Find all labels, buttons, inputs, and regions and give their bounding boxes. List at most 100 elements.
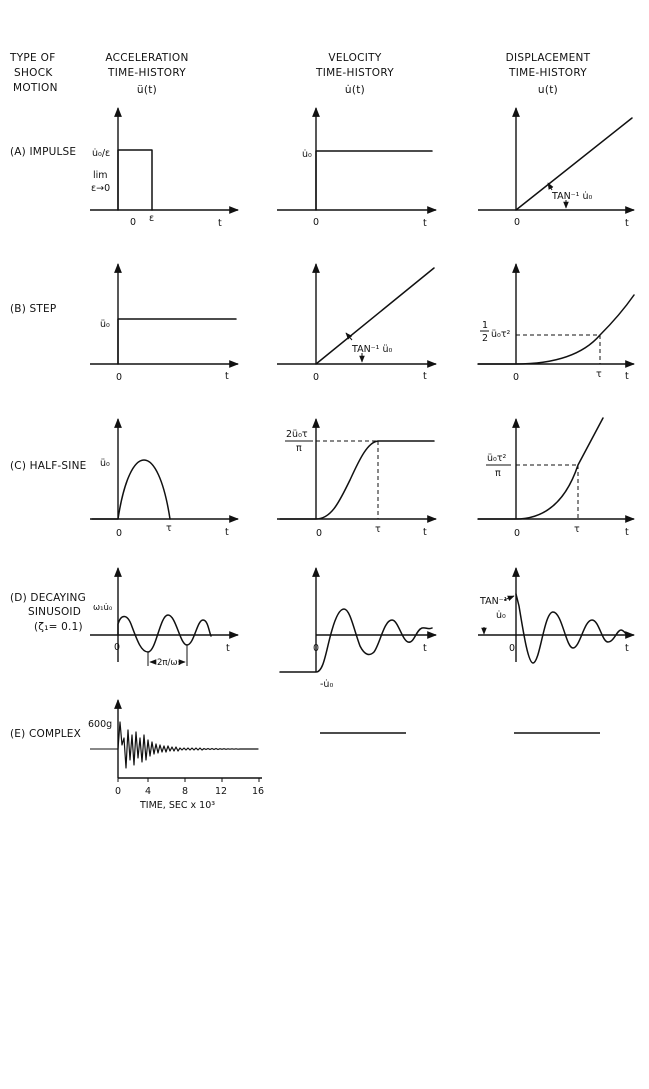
plot-step-acceleration: ü₀ 0 t: [90, 263, 239, 383]
header-type-of-shock-motion: TYPE OF SHOCK MOTION: [9, 52, 58, 94]
plot-step-velocity: TAN⁻¹ ü₀ 0 t: [277, 263, 437, 383]
tick-label-12: 12: [215, 786, 227, 797]
label-u0-ddot: ü₀: [100, 319, 110, 330]
tick-zero: 0: [514, 528, 520, 539]
plot-step-displacement: 1 2 ü₀τ² 0 τ t: [477, 263, 635, 383]
label-tan-inv: TAN⁻¹: [479, 596, 508, 607]
row-label-decaying-line-1: (D) DECAYING: [10, 592, 86, 604]
slope-arrow: [345, 332, 353, 341]
axis-label-t: t: [423, 218, 427, 229]
header-displacement-line-1: DISPLACEMENT: [506, 52, 591, 64]
velocity-s-curve: [279, 440, 435, 520]
header-displacement: DISPLACEMENT TIME-HISTORY u(t): [506, 52, 591, 96]
tick-tau: τ: [375, 524, 381, 535]
axis-label-t: t: [218, 218, 222, 229]
label-half-num: 1: [482, 320, 488, 331]
label-u0-dot: u̇₀: [496, 610, 506, 621]
header-type-line-3: MOTION: [13, 82, 58, 94]
plot-decaying-velocity: -u̇₀ 0 t: [279, 567, 437, 690]
tick-zero: 0: [116, 372, 122, 383]
tick-zero: 0: [116, 528, 122, 539]
row-label-impulse: (A) IMPULSE: [10, 146, 76, 158]
displacement-decaying-curve: [515, 593, 631, 664]
tick-tau: τ: [574, 524, 580, 535]
label-u0-tau2: ü₀τ²: [487, 453, 507, 464]
header-displacement-line-2: TIME-HISTORY: [508, 67, 587, 79]
tick-tau: τ: [166, 523, 172, 534]
tick-zero: 0: [313, 372, 319, 383]
header-velocity-line-2: TIME-HISTORY: [315, 67, 394, 79]
axis-label-time: TIME, SEC x 10³: [139, 800, 215, 811]
plot-complex-acceleration: 600g 0 4 8 12 16 TIME, SEC x 10³: [88, 699, 264, 811]
header-acceleration-line-2: TIME-HISTORY: [107, 67, 186, 79]
header-velocity: VELOCITY TIME-HISTORY u̇(t): [315, 52, 394, 96]
row-label-half-sine: (C) HALF-SINE: [10, 460, 86, 472]
half-sine-pulse: [91, 459, 171, 520]
plot-half-sine-acceleration: ü₀ 0 τ t: [90, 418, 239, 539]
label-u0-tau2: ü₀τ²: [491, 329, 511, 340]
label-tan-inv-u0-dot: TAN⁻¹ u̇₀: [551, 191, 593, 202]
tick-zero: 0: [130, 217, 136, 228]
label-pi: π: [296, 443, 302, 454]
label-600g: 600g: [88, 719, 112, 730]
row-label-decaying-sinusoid: (D) DECAYING SINUSOID (ζ₁= 0.1): [10, 592, 86, 633]
tick-label-0: 0: [115, 786, 121, 797]
label-u0-dot: u̇₀: [302, 149, 312, 160]
axis-label-t: t: [225, 527, 229, 538]
label-u0-ddot: ü₀: [100, 458, 110, 469]
row-label-complex: (E) COMPLEX: [10, 728, 81, 740]
header-acceleration-symbol: ü(t): [137, 84, 157, 96]
axis-label-t: t: [625, 371, 629, 382]
label-two-u0-tau: 2ü₀τ: [286, 429, 308, 440]
slope-arrow: [547, 182, 554, 191]
tick-zero: 0: [513, 372, 519, 383]
axis-label-t: t: [225, 371, 229, 382]
tick-zero: 0: [509, 643, 515, 654]
velocity-ramp: [315, 267, 435, 365]
label-tan-inv-u0-ddot: TAN⁻¹ ü₀: [351, 344, 393, 355]
row-label-decaying-line-3: (ζ₁= 0.1): [34, 621, 83, 633]
row-label-decaying-line-2: SINUSOID: [28, 606, 81, 618]
plot-impulse-displacement: TAN⁻¹ u̇₀ 0 t: [478, 107, 635, 229]
axis-label-t: t: [625, 643, 629, 654]
tick-tau: τ: [596, 369, 602, 380]
tick-zero: 0: [313, 217, 319, 228]
axis-label-t: t: [625, 218, 629, 229]
plot-half-sine-displacement: ü₀τ² π 0 τ t: [477, 417, 635, 539]
tick-epsilon: ε: [149, 213, 154, 224]
axis-label-t: t: [226, 643, 230, 654]
label-pi: π: [495, 468, 501, 479]
displacement-ramp: [515, 117, 633, 211]
header-type-line-2: SHOCK: [14, 67, 53, 79]
header-displacement-symbol: u(t): [538, 84, 558, 96]
label-eps-to-zero: ε→0: [91, 183, 110, 194]
axis-x-ticks: [117, 778, 260, 782]
tick-zero: 0: [514, 217, 520, 228]
decaying-sinusoid: [117, 614, 212, 653]
tick-label-16: 16: [252, 786, 264, 797]
label-half-den: 2: [482, 333, 488, 344]
plot-half-sine-velocity: 2ü₀τ π 0 τ t: [277, 418, 437, 539]
plot-decaying-acceleration: ω₁u̇₀ 0 t 2π/ω₁: [90, 567, 239, 668]
acceleration-step: [117, 318, 237, 365]
velocity-step: [315, 150, 433, 211]
axis-label-t: t: [423, 527, 427, 538]
tick-label-8: 8: [182, 786, 188, 797]
complex-shock-trace: [117, 721, 259, 769]
header-velocity-symbol: u̇(t): [345, 84, 365, 96]
axis-label-t: t: [625, 527, 629, 538]
header-velocity-line-1: VELOCITY: [328, 52, 381, 64]
tick-label-4: 4: [145, 786, 151, 797]
label-lim: lim: [93, 170, 108, 181]
row-label-step: (B) STEP: [10, 303, 56, 315]
header-acceleration-line-1: ACCELERATION: [105, 52, 188, 64]
header-type-line-1: TYPE OF: [9, 52, 56, 64]
header-acceleration: ACCELERATION TIME-HISTORY ü(t): [105, 52, 188, 96]
displacement-parabola: [477, 294, 635, 365]
plot-impulse-velocity: u̇₀ 0 t: [277, 107, 437, 229]
tick-zero: 0: [313, 643, 319, 654]
velocity-decaying-curve: [279, 608, 433, 673]
slope-arrow: [503, 595, 515, 601]
axis-label-t: t: [423, 371, 427, 382]
plot-impulse-acceleration: u̇₀/ε lim ε→0 0 ε t: [90, 107, 239, 229]
